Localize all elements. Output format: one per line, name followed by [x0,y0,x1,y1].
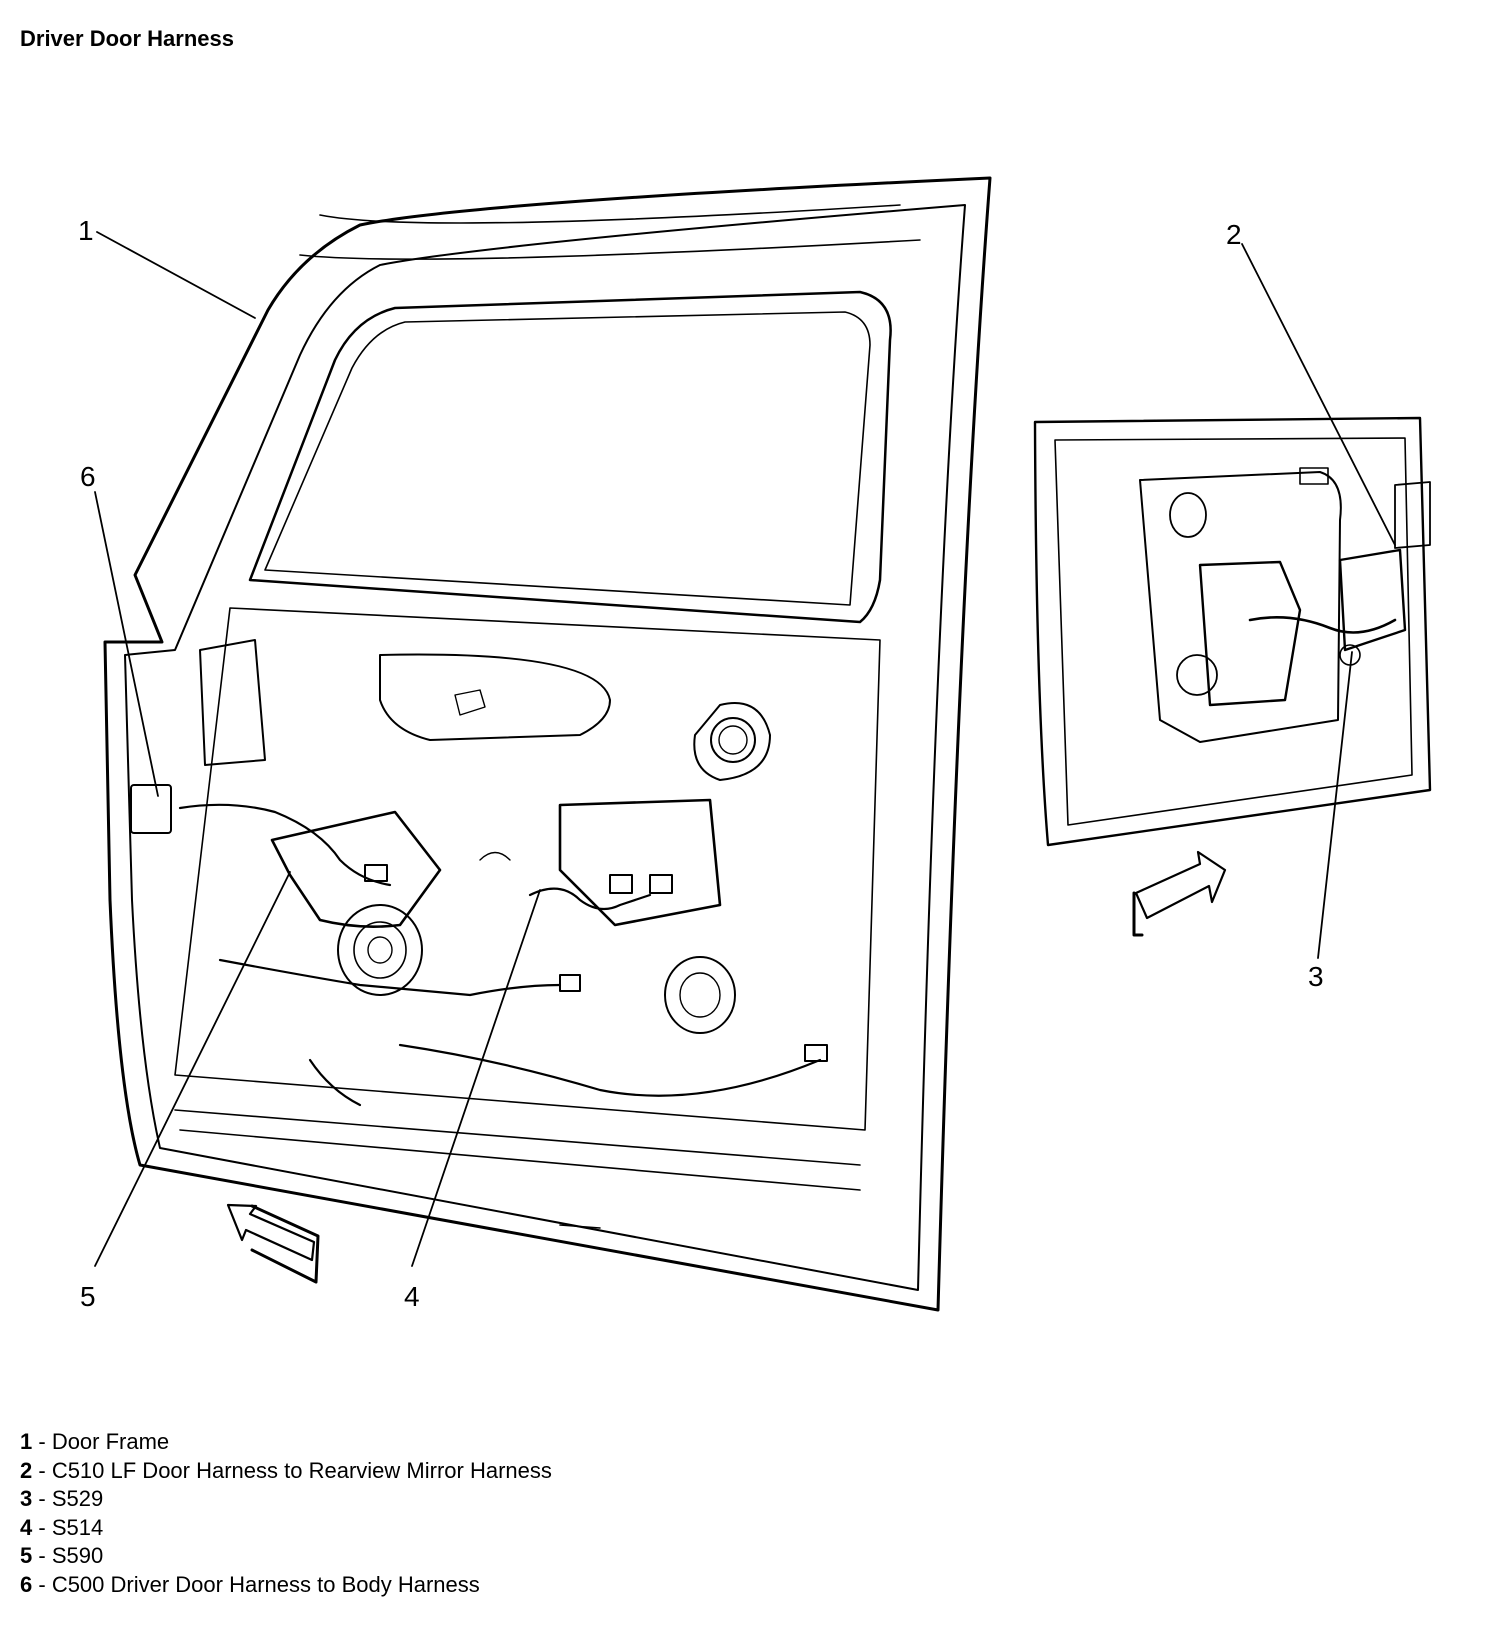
inner-door-panel [174,607,881,1131]
front-direction-arrow-left [226,1203,320,1284]
legend-label: C510 LF Door Harness to Rearview Mirror … [51,1457,552,1483]
legend-number: 6 [20,1571,33,1597]
legend-separator: - [32,1571,52,1597]
front-direction-arrow-right [1132,850,1227,937]
legend-separator: - [32,1514,52,1540]
wire-harness [178,803,822,1107]
callout-6: 6 [80,461,96,492]
legend-item: 3 - S529 [20,1485,552,1514]
detail-inset-view [1033,416,1432,847]
legend-item: 1 - Door Frame [20,1428,552,1457]
legend-item: 6 - C500 Driver Door Harness to Body Har… [20,1571,552,1600]
legend-item: 2 - C510 LF Door Harness to Rearview Mir… [20,1457,552,1486]
legend-number: 2 [20,1457,33,1483]
callout-2: 2 [1226,219,1242,250]
legend-label: S529 [51,1486,104,1512]
door-bottom-trim [174,1109,861,1229]
legend-item: 5 - S590 [20,1542,552,1571]
connectors [130,784,828,1062]
window-opening [248,204,921,624]
legend-label: Door Frame [51,1429,170,1454]
callout-1: 1 [78,215,94,246]
legend-separator: - [32,1457,52,1483]
legend-number: 1 [20,1429,33,1454]
leader-lines [94,231,1396,1267]
legend-number: 4 [20,1514,33,1540]
diagram-title: Driver Door Harness [20,26,234,51]
module-covers [270,798,722,928]
legend-label: C500 Driver Door Harness to Body Harness [51,1571,480,1597]
speakers [337,904,736,1034]
legend-separator: - [32,1543,52,1569]
callout-3: 3 [1308,961,1324,992]
legend: 1 - Door Frame 2 - C510 LF Door Harness … [20,1428,552,1600]
legend-separator: - [32,1486,52,1512]
legend-label: S590 [51,1543,104,1569]
legend-label: S514 [51,1514,104,1540]
legend-separator: - [32,1429,52,1454]
door-frame-main [103,176,992,1312]
legend-number: 5 [20,1543,33,1569]
callout-4: 4 [404,1281,420,1312]
legend-item: 4 - S514 [20,1514,552,1543]
callout-5: 5 [80,1281,96,1312]
legend-number: 3 [20,1486,33,1512]
